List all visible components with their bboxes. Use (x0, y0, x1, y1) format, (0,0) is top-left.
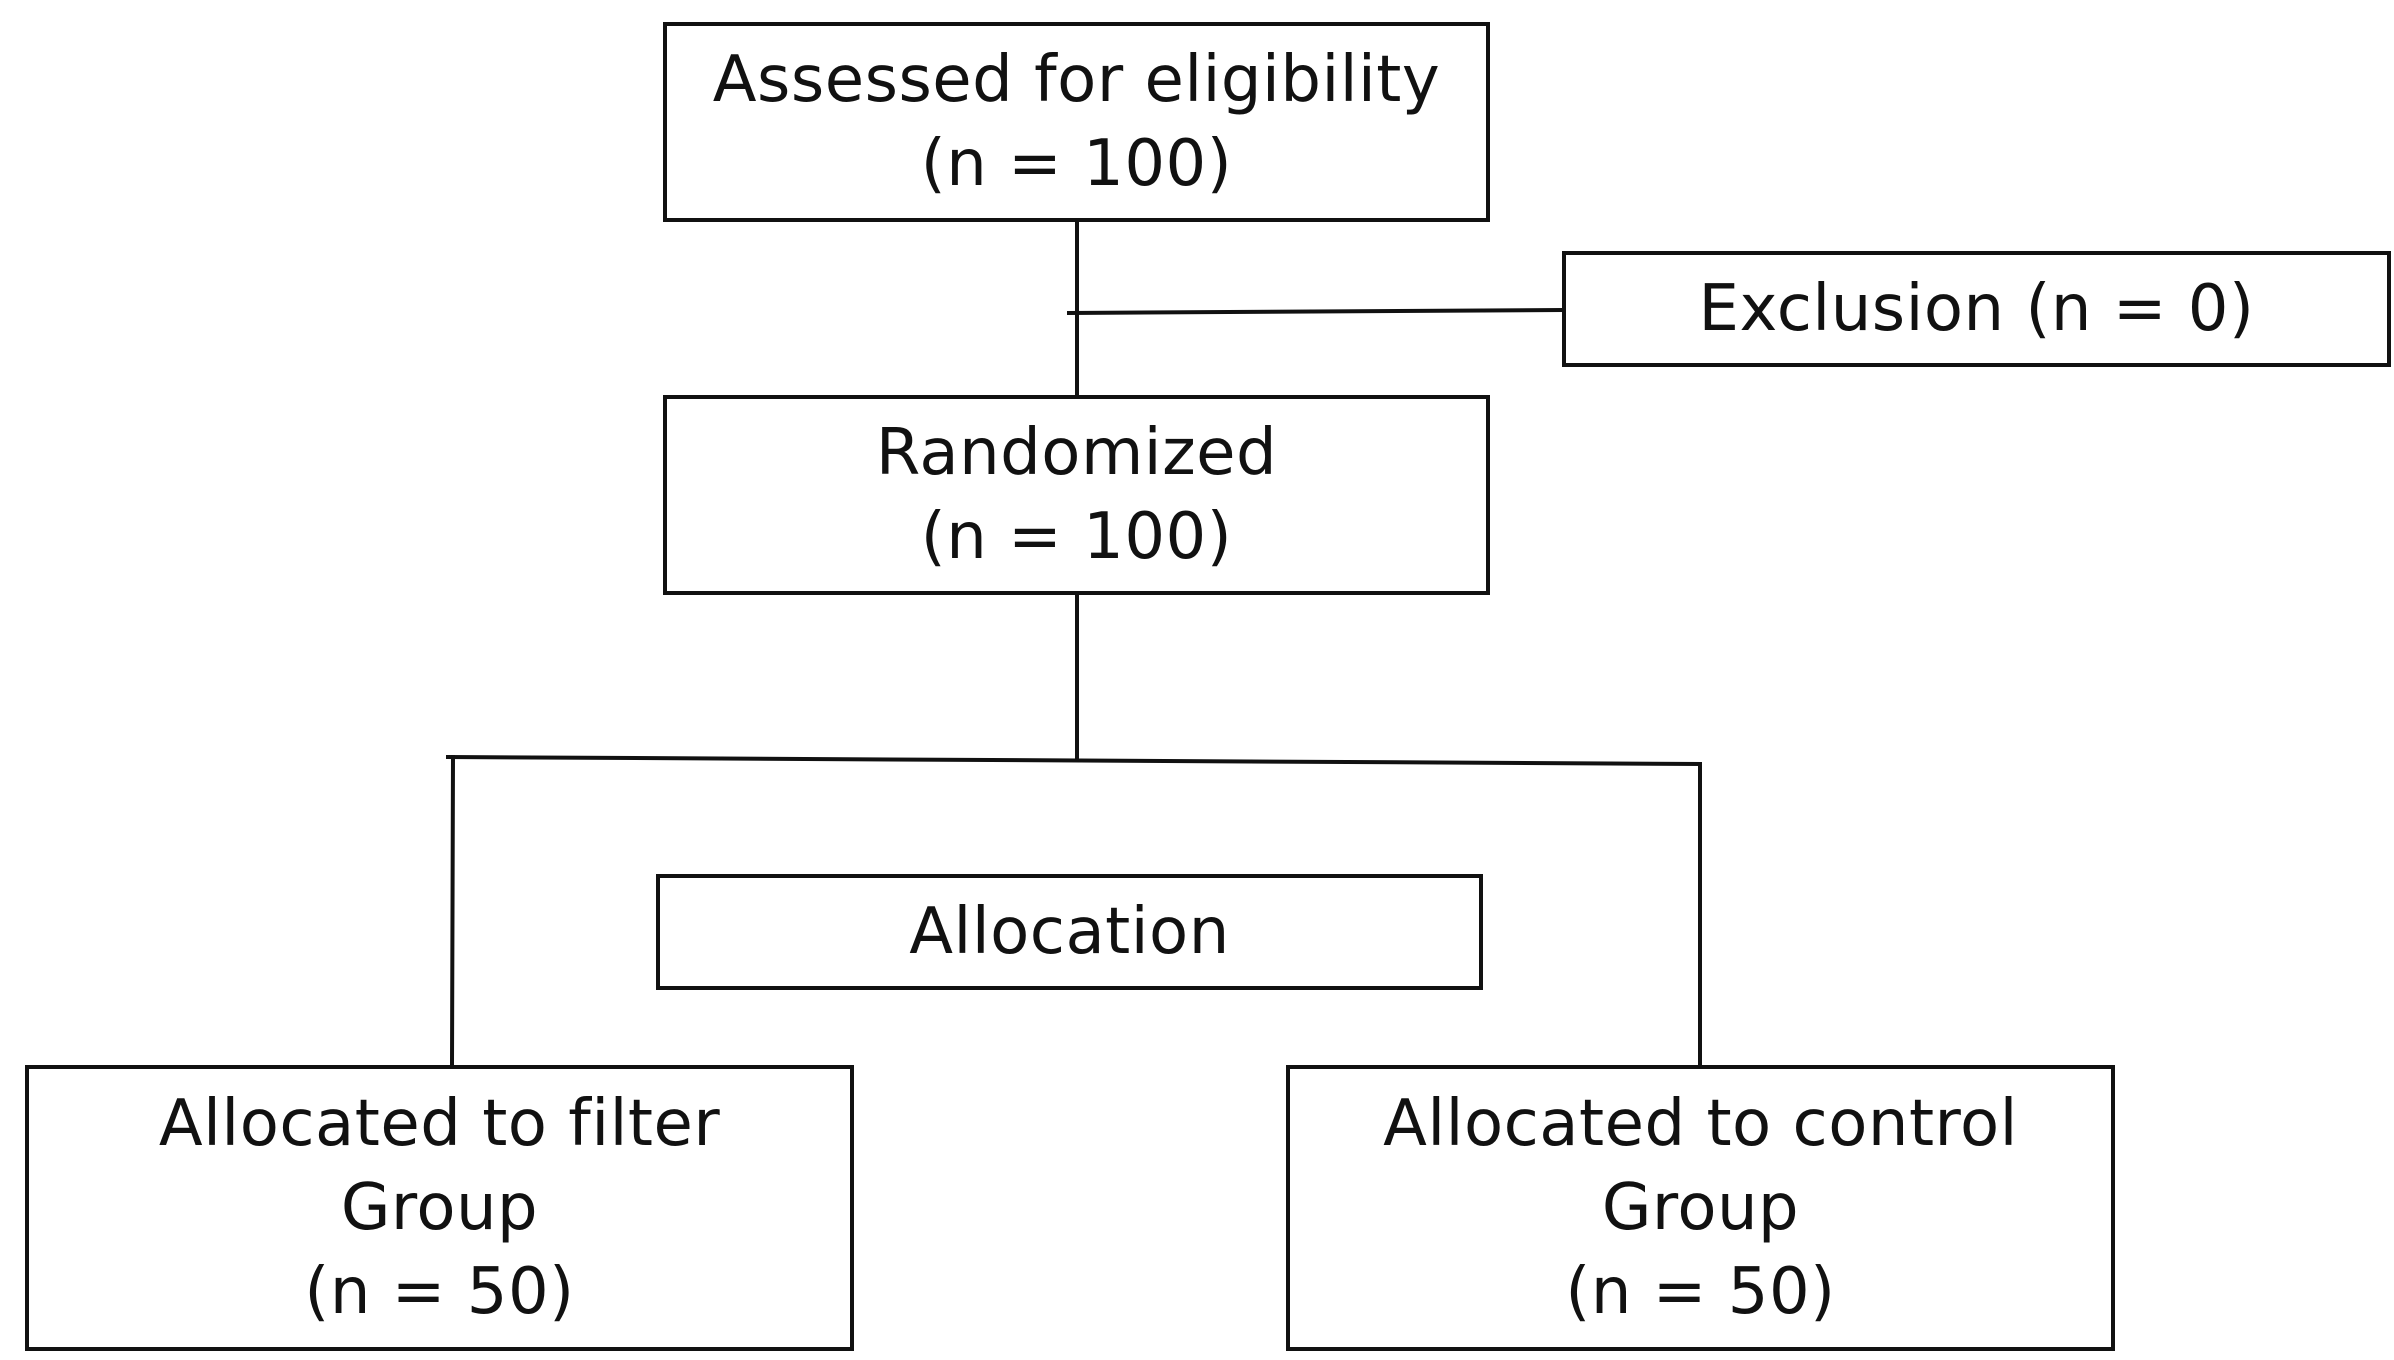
filter-group-box: Allocated to filter Group (n = 50) (25, 1065, 854, 1351)
control-group-word: Group (1601, 1171, 1800, 1245)
assessed-label: Assessed for eligibility (712, 43, 1441, 117)
control-group-box: Allocated to control Group (n = 50) (1286, 1065, 2115, 1351)
connector-to-exclusion (1066, 307, 1565, 316)
connector-split-horizontal (445, 754, 1703, 767)
connector-to-filter-group (449, 754, 456, 1068)
allocation-label: Allocation (909, 895, 1230, 969)
filter-group-label: Allocated to filter (158, 1087, 721, 1161)
assessed-count: (n = 100) (920, 127, 1233, 201)
filter-group-word: Group (340, 1171, 539, 1245)
filter-group-count: (n = 50) (304, 1255, 575, 1329)
exclusion-box: Exclusion (n = 0) (1562, 251, 2391, 367)
assessed-for-eligibility-box: Assessed for eligibility (n = 100) (663, 22, 1490, 222)
allocation-box: Allocation (656, 874, 1483, 990)
randomized-count: (n = 100) (920, 500, 1233, 574)
randomized-label: Randomized (875, 416, 1278, 490)
control-group-label: Allocated to control (1383, 1087, 2018, 1161)
control-group-count: (n = 50) (1565, 1255, 1836, 1329)
exclusion-label: Exclusion (n = 0) (1698, 272, 2255, 346)
randomized-box: Randomized (n = 100) (663, 395, 1490, 595)
